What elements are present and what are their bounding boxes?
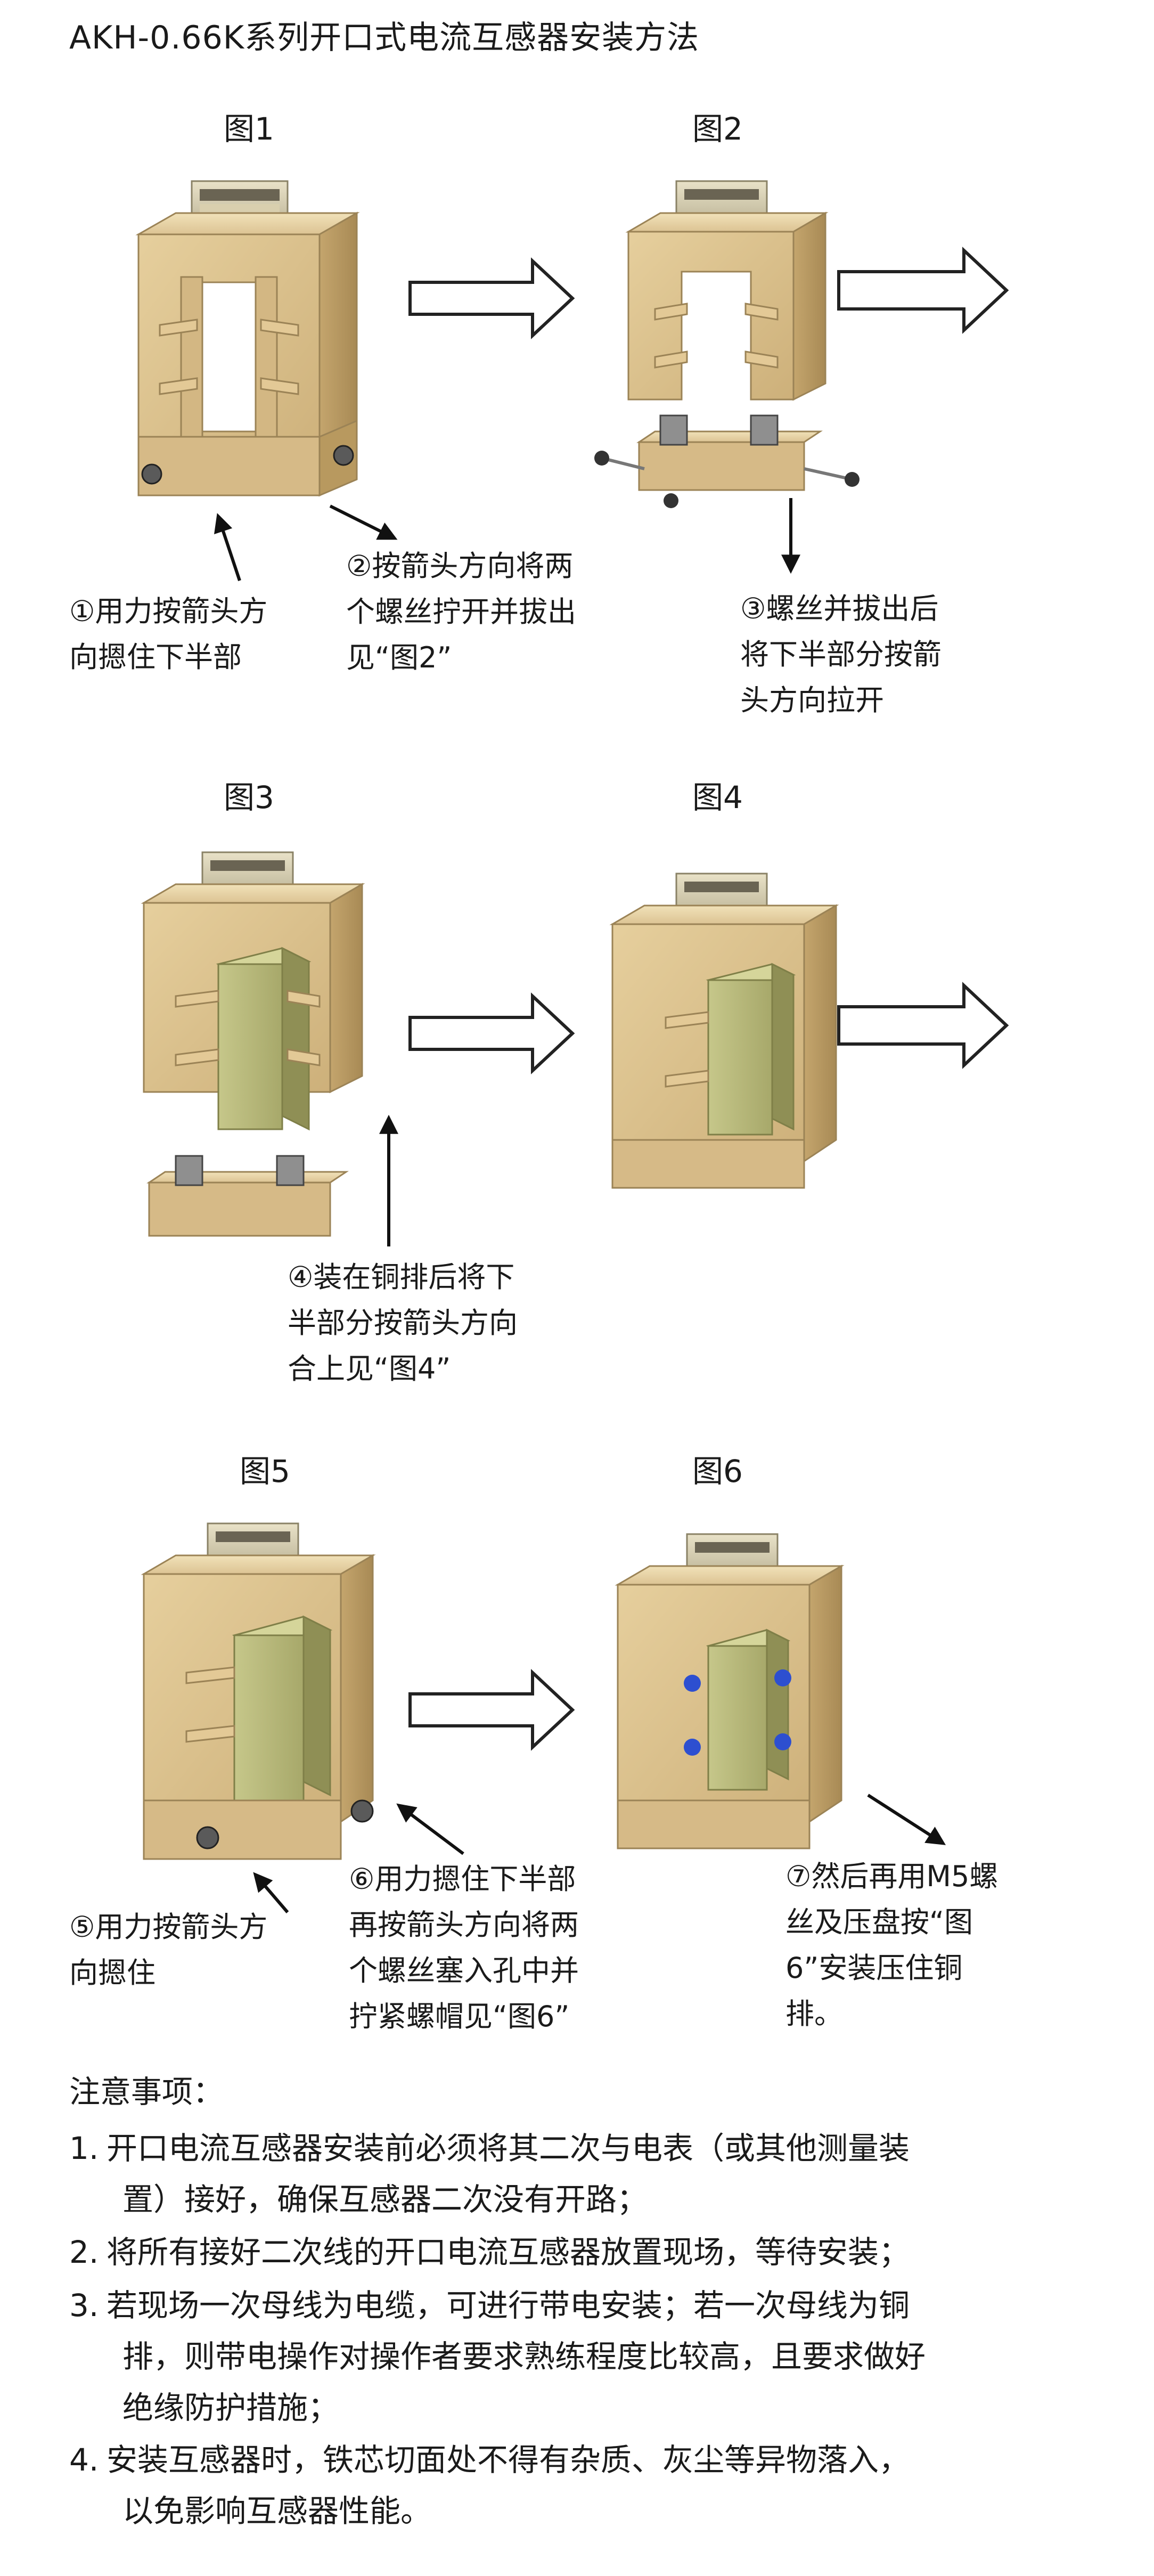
note-1-line-2: 置）接好，确保互感器二次没有开路； <box>122 2181 648 2218</box>
step-2-line-2: 个螺丝拧开并拔出 <box>346 595 576 629</box>
step-4-line-2: 半部分按箭头方向 <box>288 1306 518 1340</box>
step-1-line-1: ①用力按箭头方 <box>69 594 268 628</box>
step-3-line-1: ③螺丝并拔出后 <box>740 592 939 625</box>
step-7-line-4: 排。 <box>785 1997 843 2031</box>
figure-1-transformer-closed <box>135 180 360 497</box>
note-1: 1.开口电流互感器安装前必须将其二次与电表（或其他测量装 置）接好，确保互感器二… <box>69 2123 910 2225</box>
figure-1-label: 图1 <box>224 111 274 147</box>
figure-2-label: 图2 <box>692 111 743 147</box>
step-4-text: ④装在铜排后将下 半部分按箭头方向 合上见“图4” <box>288 1254 518 1392</box>
step-1-text: ①用力按箭头方 向摁住下半部 <box>69 589 267 680</box>
pointer-step-6 <box>396 1803 464 1855</box>
figure-6-transformer-pressed-busbar <box>615 1533 845 1849</box>
figure-4-transformer-closed-on-busbar <box>609 873 839 1189</box>
step-2-text: ②按箭头方向将两 个螺丝拧开并拔出 见“图2” <box>346 543 576 681</box>
step-4-line-1: ④装在铜排后将下 <box>288 1260 515 1294</box>
page-title: AKH-0.66K系列开口式电流互感器安装方法 <box>69 19 700 56</box>
step-6-line-3: 个螺丝塞入孔中并 <box>349 1954 579 1987</box>
note-2: 2.将所有接好二次线的开口电流互感器放置现场，等待安装； <box>69 2227 910 2278</box>
note-2-number: 2. <box>69 2234 99 2270</box>
note-3-line-2: 排，则带电操作对操作者要求熟练程度比较高，且要求做好 <box>122 2338 926 2375</box>
note-3-line-3: 绝缘防护措施； <box>122 2390 339 2426</box>
figure-2-transformer-opened <box>594 180 860 508</box>
step-7-text: ⑦然后再用M5螺 丝及压盘按“图 6”安装压住铜 排。 <box>785 1854 998 2037</box>
figure-3-label: 图3 <box>224 779 274 816</box>
note-4-line-2: 以免影响互感器性能。 <box>122 2493 432 2529</box>
step-2-line-3: 见“图2” <box>346 641 452 674</box>
step-3-line-3: 头方向拉开 <box>740 683 884 717</box>
step-7-line-1: ⑦然后再用M5螺 <box>785 1860 999 1893</box>
figure-6-label: 图6 <box>692 1453 743 1489</box>
note-4: 4.安装互感器时，铁芯切面处不得有杂质、灰尘等异物落入， 以免影响互感器性能。 <box>69 2434 910 2537</box>
notes-heading: 注意事项： <box>69 2074 224 2110</box>
step-5-line-1: ⑤用力按箭头方 <box>69 1910 268 1944</box>
note-1-number: 1. <box>69 2130 99 2166</box>
step-3-line-2: 将下半部分按箭 <box>740 638 942 671</box>
pointer-step-1 <box>214 513 241 581</box>
step-6-line-1: ⑥用力摁住下半部 <box>349 1862 576 1896</box>
step-6-line-2: 再按箭头方向将两 <box>349 1908 579 1942</box>
pointer-step-5 <box>253 1872 289 1913</box>
figure-5-label: 图5 <box>240 1453 290 1489</box>
figure-4-label: 图4 <box>692 779 743 816</box>
flow-arrow-3-4 <box>408 992 575 1074</box>
note-3: 3.若现场一次母线为电缆，可进行带电安装；若一次母线为铜 排，则带电操作对操作者… <box>69 2280 926 2433</box>
note-3-line-1: 若现场一次母线为电缆，可进行带电安装；若一次母线为铜 <box>107 2287 910 2324</box>
pointer-step-7 <box>867 1794 946 1845</box>
step-2-line-1: ②按箭头方向将两 <box>346 549 574 583</box>
step-3-text: ③螺丝并拔出后 将下半部分按箭 头方向拉开 <box>740 586 942 723</box>
step-4-line-3: 合上见“图4” <box>288 1352 451 1385</box>
flow-arrow-5-6 <box>408 1669 575 1751</box>
step-7-line-3: 6”安装压住铜 <box>785 1951 963 1985</box>
note-4-line-1: 安装互感器时，铁芯切面处不得有杂质、灰尘等异物落入， <box>107 2442 910 2478</box>
flow-arrow-4-next <box>837 982 1009 1069</box>
step-6-text: ⑥用力摁住下半部 再按箭头方向将两 个螺丝塞入孔中并 拧紧螺帽见“图6” <box>349 1856 579 2040</box>
pointer-step-2 <box>329 504 398 540</box>
note-2-line-1: 将所有接好二次线的开口电流互感器放置现场，等待安装； <box>107 2234 910 2270</box>
step-5-text: ⑤用力按箭头方 向摁住 <box>69 1904 267 1996</box>
step-1-line-2: 向摁住下半部 <box>69 640 242 674</box>
step-6-line-4: 拧紧螺帽见“图6” <box>349 2000 570 2033</box>
flow-arrow-1-2 <box>408 257 575 339</box>
figure-3-busbar-inserted-open <box>141 851 365 1237</box>
note-3-number: 3. <box>69 2287 99 2324</box>
note-1-line-1: 开口电流互感器安装前必须将其二次与电表（或其他测量装 <box>107 2130 910 2166</box>
flow-arrow-2-next <box>837 247 1009 334</box>
figure-5-transformer-busbar-screws <box>141 1522 376 1860</box>
step-7-line-2: 丝及压盘按“图 <box>785 1905 973 1939</box>
step-5-line-2: 向摁住 <box>69 1956 155 1990</box>
note-4-number: 4. <box>69 2442 99 2478</box>
